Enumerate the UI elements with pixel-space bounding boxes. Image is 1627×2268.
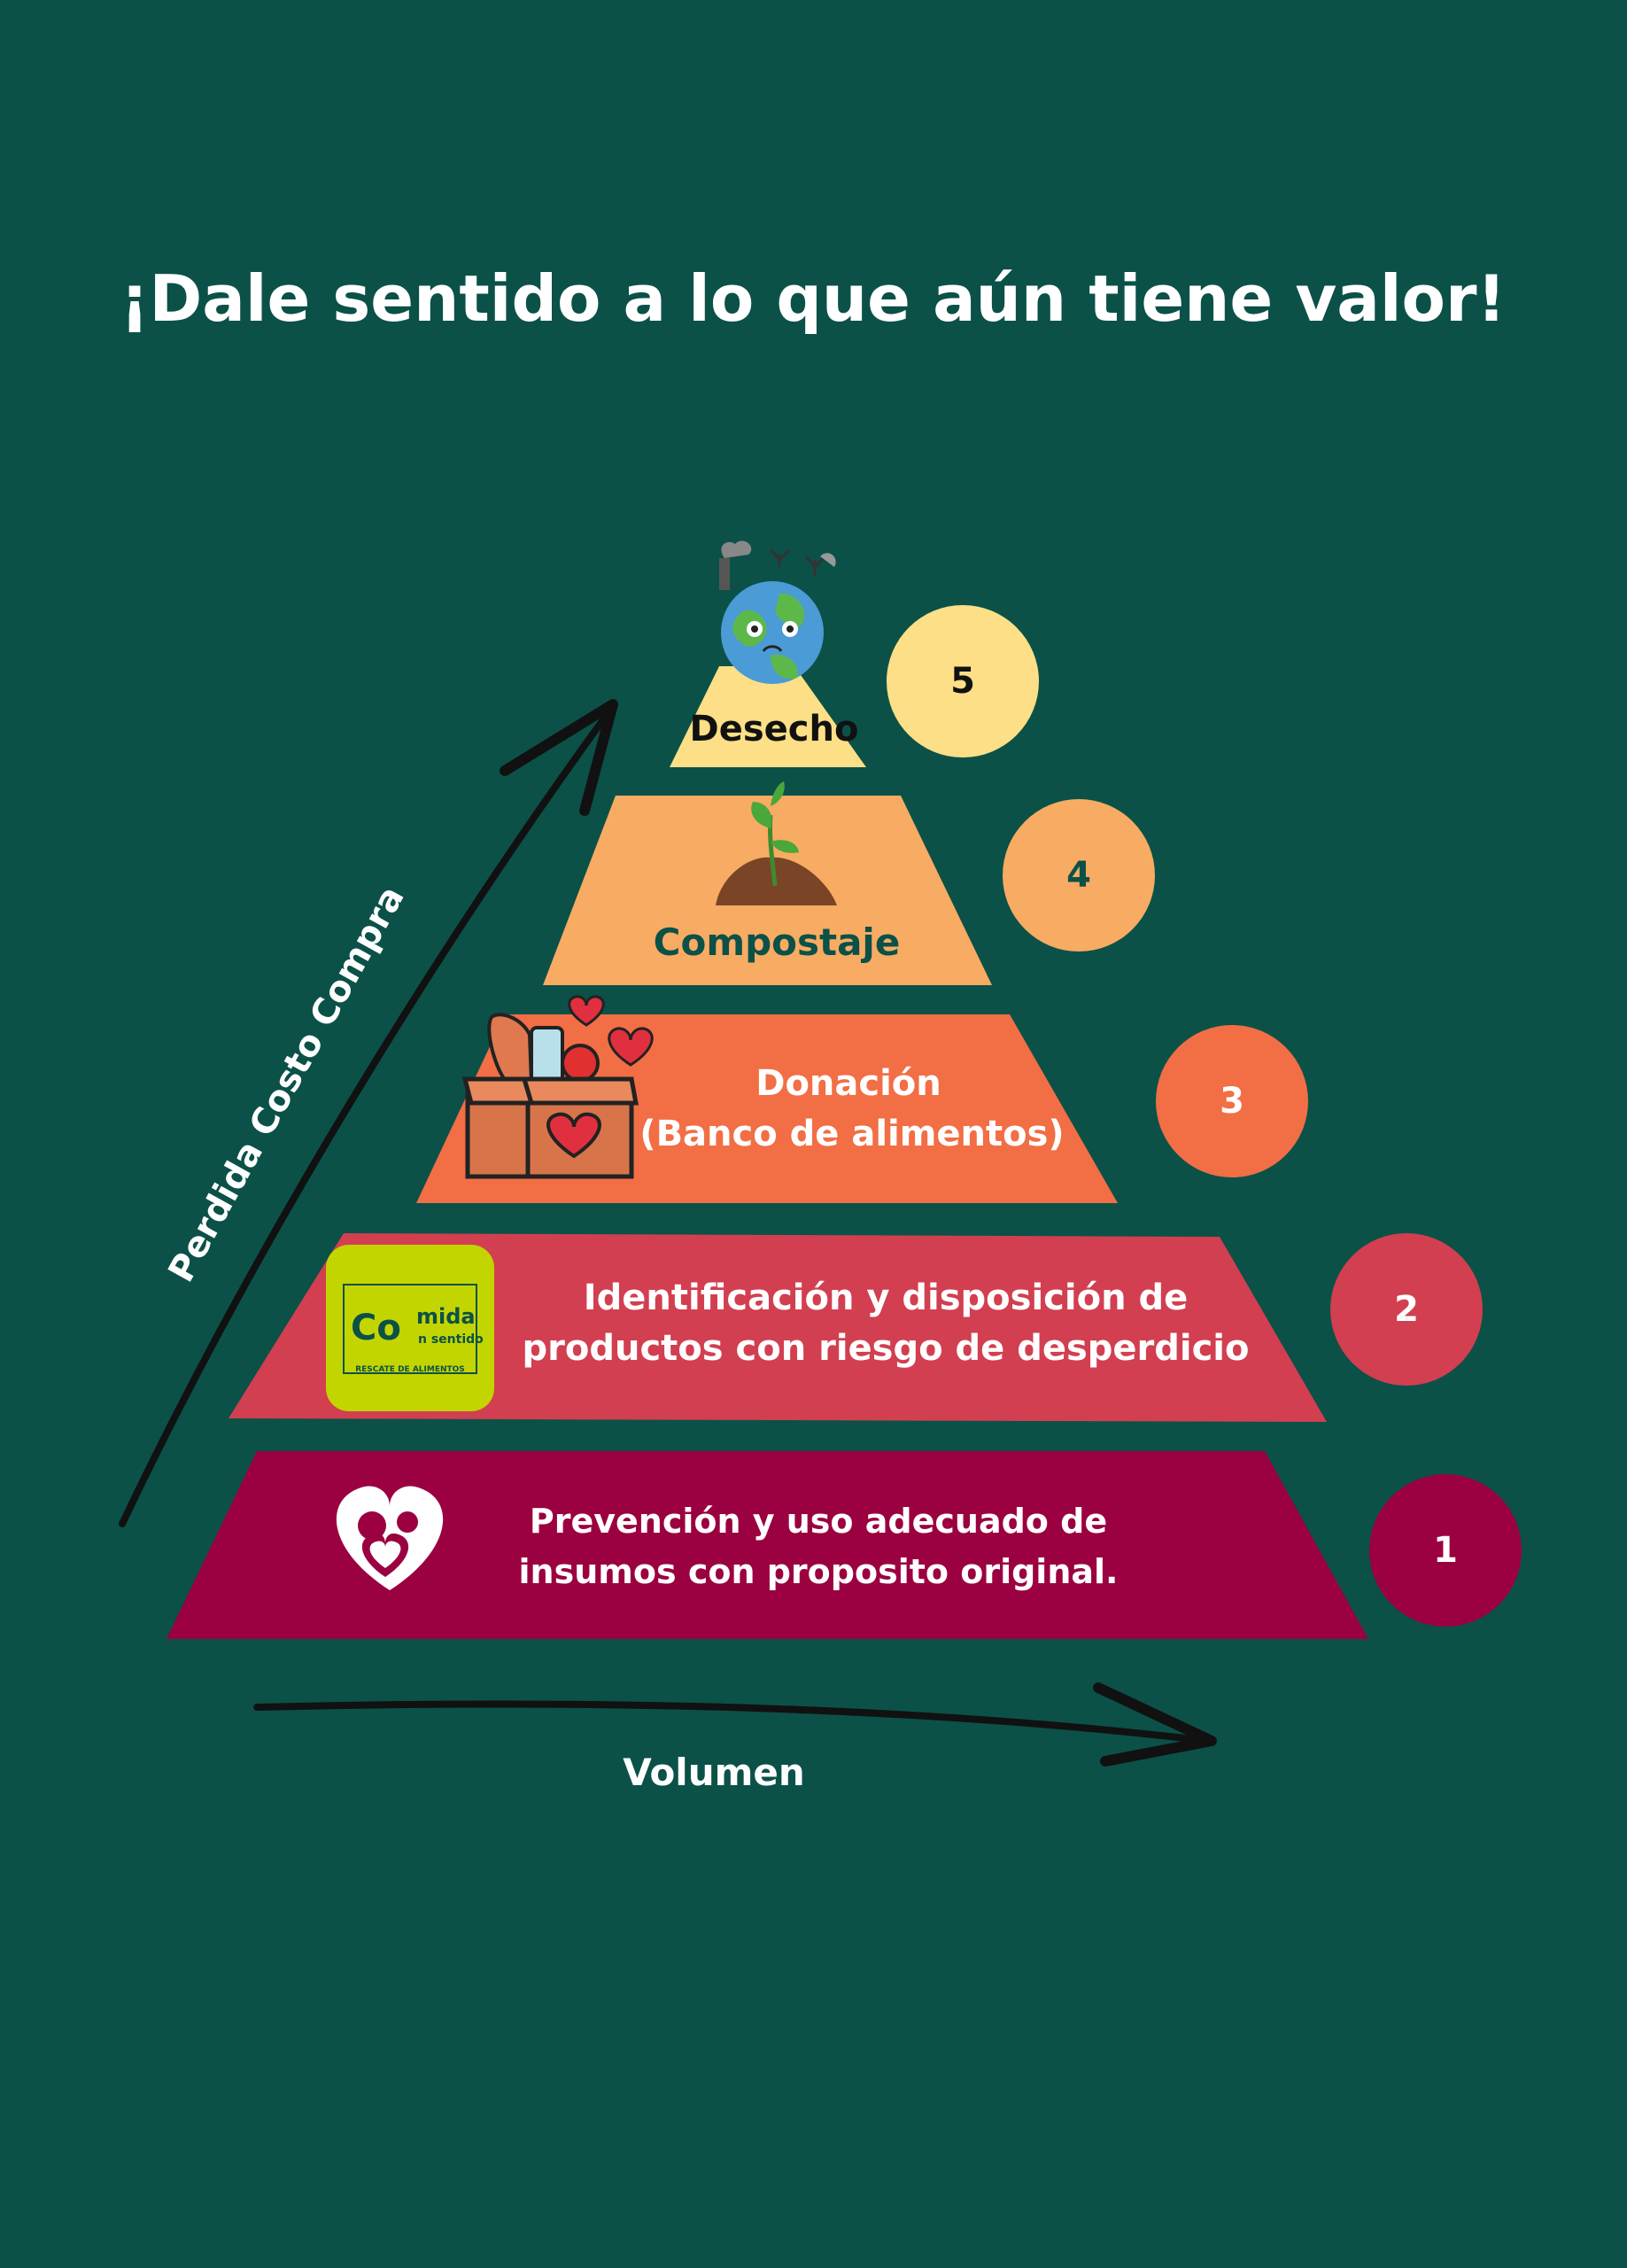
donation-box-icon [461, 995, 654, 1179]
level-5-number: 5 [950, 661, 975, 702]
logo-mida: mida [416, 1304, 476, 1329]
sprout-icon [716, 781, 837, 905]
level-4-number-circle [1003, 799, 1155, 951]
sad-earth-icon [719, 540, 836, 684]
level-2-text-line-1: Identificación y disposición de [584, 1278, 1188, 1318]
level-3-number-circle [1156, 1025, 1308, 1177]
horizontal-axis-arrow [253, 1682, 1217, 1767]
level-2-number-circle [1330, 1233, 1483, 1386]
level-5-band [670, 666, 866, 767]
level-5-number-circle [887, 605, 1039, 757]
logo-tagline: RESCATE DE ALIMENTOS [355, 1365, 465, 1374]
level-5-text: Desecho [690, 709, 859, 750]
logo-sentido: n sentido [418, 1332, 484, 1347]
level-1-band [167, 1451, 1368, 1639]
level-2-text-line-2: productos con riesgo de desperdicio [523, 1328, 1250, 1369]
level-4-number: 4 [1066, 855, 1091, 896]
level-2-number: 2 [1394, 1289, 1419, 1330]
vertical-axis-arrow [119, 699, 618, 1527]
level-5: Desecho 5 [670, 540, 1039, 767]
level-4-text: Compostaje [654, 920, 901, 964]
horizontal-axis-label: Volumen [623, 1751, 805, 1794]
level-1: Prevención y uso adecuado de insumos con… [167, 1451, 1522, 1639]
level-1-text-line-1: Prevención y uso adecuado de [530, 1502, 1107, 1541]
level-2: Co mida n sentido RESCATE DE ALIMENTOS I… [229, 1233, 1483, 1422]
level-1-number-circle [1369, 1474, 1522, 1627]
heart-fruits-icon [336, 1486, 444, 1590]
level-2-band [229, 1233, 1327, 1422]
level-1-number: 1 [1433, 1530, 1458, 1571]
level-3-text-line-2: (Banco de alimentos) [639, 1114, 1064, 1154]
level-3: Donación (Banco de alimentos) 3 [416, 995, 1308, 1203]
vertical-axis-label: Perdida Costo Compra [161, 880, 413, 1289]
level-4: Compostaje 4 [543, 781, 1155, 985]
logo-co: Co [351, 1308, 401, 1348]
level-3-text-line-1: Donación [755, 1063, 941, 1104]
level-3-number: 3 [1220, 1081, 1244, 1122]
comida-con-sentido-logo: Co mida n sentido RESCATE DE ALIMENTOS [326, 1245, 494, 1411]
level-1-text-line-2: insumos con proposito original. [519, 1552, 1119, 1591]
page-title: ¡Dale sentido a lo que aún tiene valor! [120, 261, 1507, 336]
